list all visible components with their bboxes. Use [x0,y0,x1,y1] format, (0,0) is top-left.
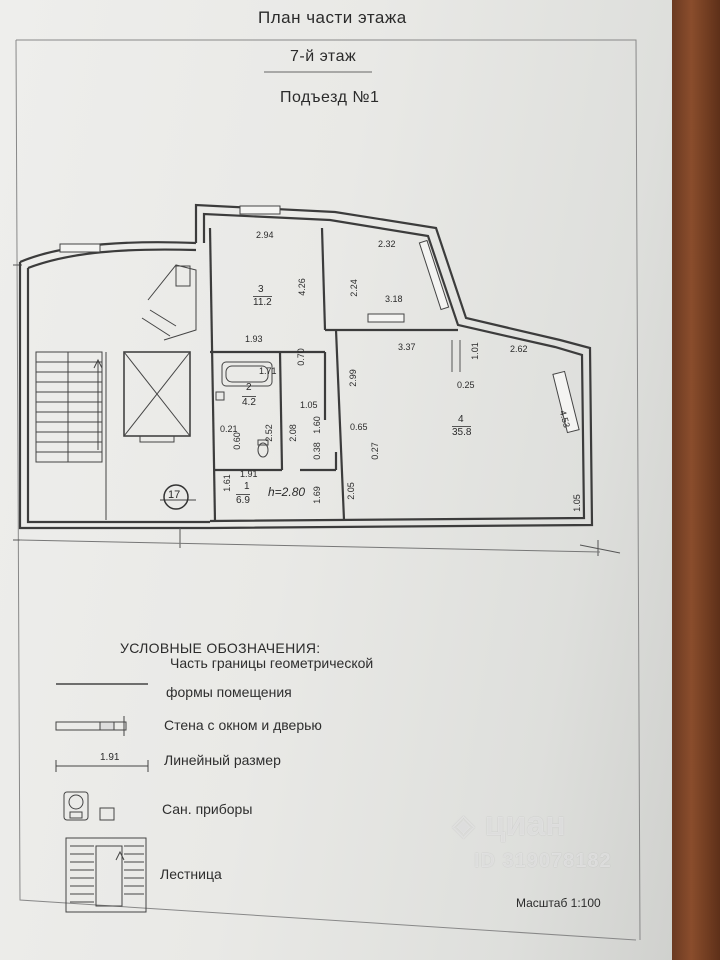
dimension-label: 0.38 [311,442,322,460]
legend-title: УСЛОВНЫЕ ОБОЗНАЧЕНИЯ: [120,640,321,656]
apartment-number: 17 [168,489,181,501]
dimension-label: 2.32 [378,239,396,249]
legend-sanitary-text: Сан. приборы [162,801,253,817]
dimension-label: 1.93 [245,334,263,344]
dimension-label: 1.60 [311,416,322,434]
watermark-logo-icon: ◈ [452,809,476,842]
ceiling-height: h=2.80 [268,485,306,499]
room-2-number: 2 [246,382,252,393]
dimension-label: 4.26 [296,278,307,296]
legend-boundary-text: Часть границы геометрической [170,655,374,671]
dimension-label: 0.60 [231,432,242,450]
dimension-label: 1.05 [571,494,582,512]
dimension-label: 1.71 [259,366,277,376]
dimension-label: 2.62 [510,344,528,354]
dimension-label: 1.91 [240,469,258,479]
legend-dimension-text: Линейный размер [164,752,281,768]
dimension-label: 1.61 [221,474,232,492]
table-background [672,0,720,960]
legend-boundary-text-2: формы помещения [166,684,292,700]
dimension-label: 3.18 [385,294,403,304]
dimension-label: 1.01 [469,342,480,360]
dimension-label: 2.52 [263,424,274,442]
room-1-number: 1 [244,481,250,492]
floor-label: 7-й этаж [290,48,357,65]
dimension-label: 0.21 [220,424,238,434]
room-4-number: 4 [458,414,464,425]
legend-stairs-text: Лестница [160,866,222,882]
dimension-label: 0.70 [295,348,306,366]
entrance-label: Подъезд №1 [280,89,380,106]
room-4-area: 35.8 [452,426,472,438]
document-title: План части этажа [258,8,407,27]
apartment-number-circle [163,484,189,510]
dimension-label: 0.65 [350,422,368,432]
dimension-label: 3.37 [398,342,416,352]
watermark-brand: ◈ циан [452,805,566,844]
dimension-label: 2.05 [345,482,356,500]
room-1-area: 6.9 [236,494,250,506]
room-2-area: 4.2 [242,396,256,408]
legend-dimension-sample: 1.91 [100,752,120,763]
dimension-label: 0.27 [369,442,380,460]
room-3-number: 3 [258,284,264,295]
dimension-label: 0.25 [457,380,475,390]
floor-plan-drawing [13,39,641,941]
dimension-label: 2.24 [348,279,359,297]
paper-sheet [0,0,672,960]
legend-wall-text: Стена с окном и дверью [164,717,322,733]
dimension-label: 2.08 [287,424,298,442]
dimension-label: 2.99 [347,369,358,387]
dimension-label: 1.69 [311,486,322,504]
watermark-brand-text: циан [484,805,566,843]
room-3-area: 11.2 [253,296,272,308]
dimension-label: 2.94 [256,230,274,240]
dimension-label: 1.05 [300,400,318,410]
watermark-id: ID 319078182 [474,850,612,872]
scale-label: Масштаб 1:100 [516,896,601,910]
